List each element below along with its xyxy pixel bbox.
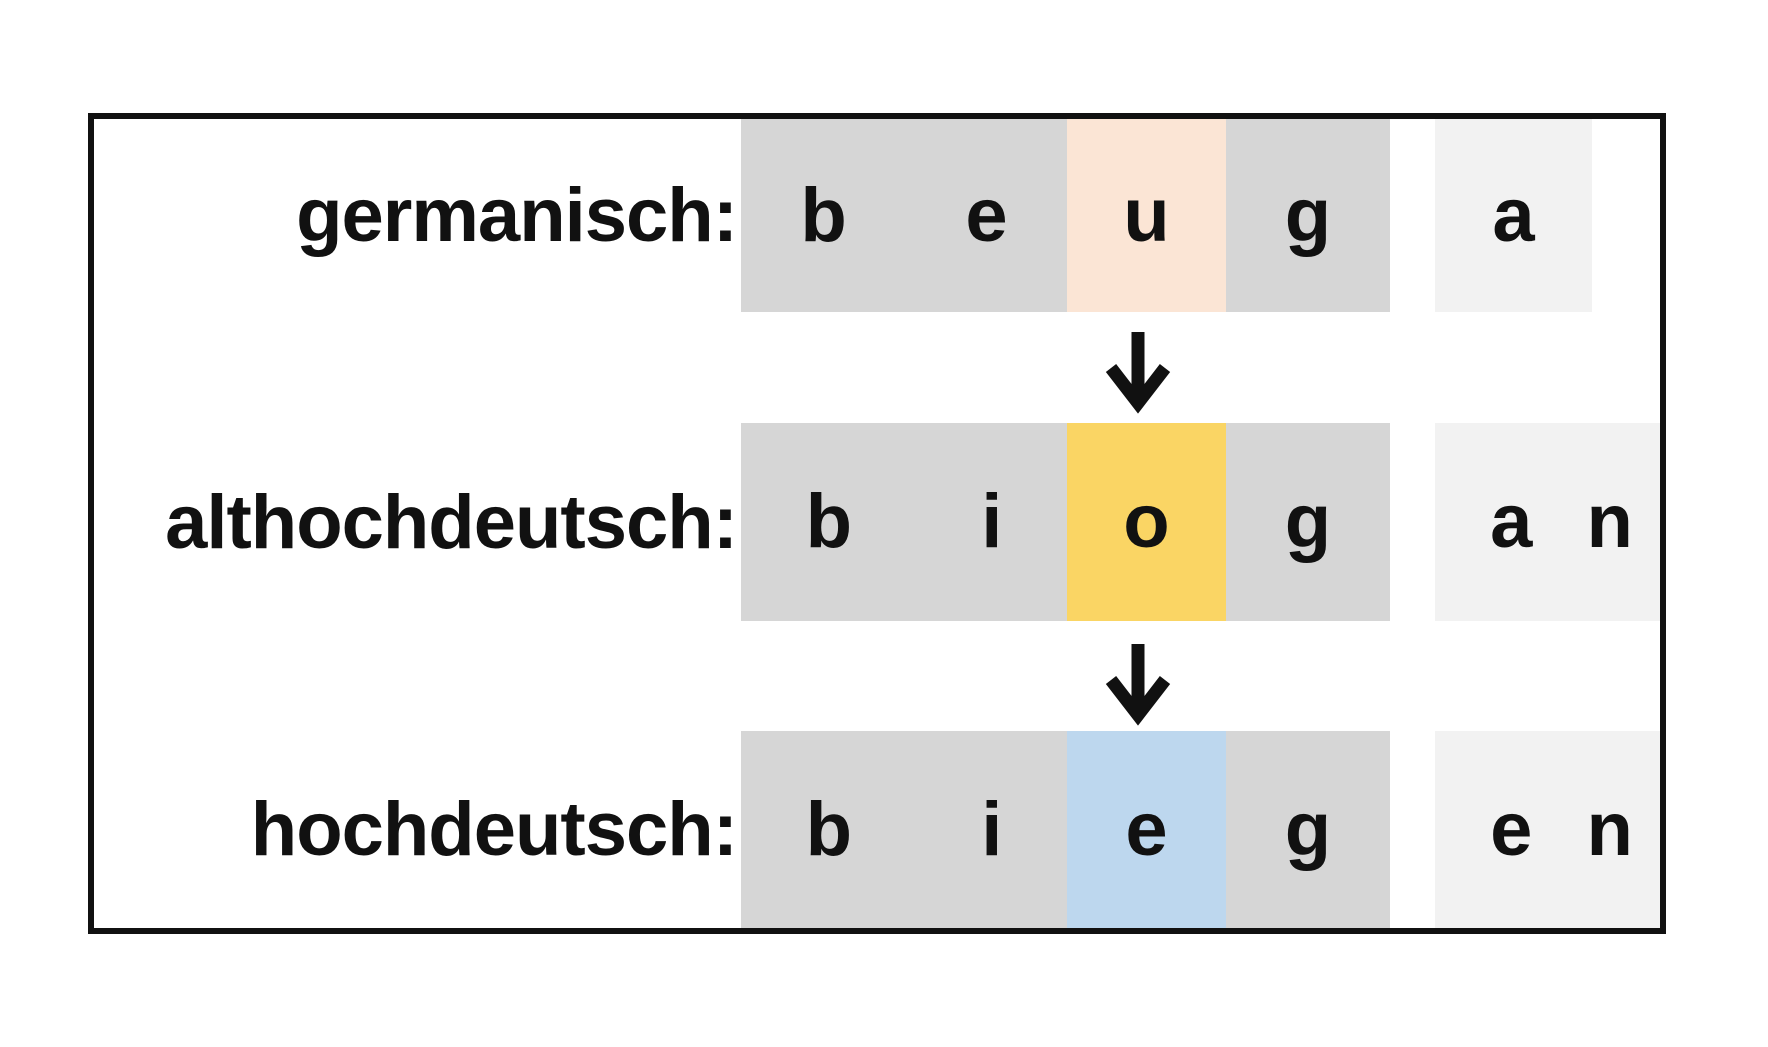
- letter-u-highlighted: u: [1123, 172, 1170, 258]
- letter-cell-stem-hochdeutsch: b i: [741, 731, 1067, 928]
- row-label-althochdeutsch: althochdeutsch:: [165, 479, 738, 565]
- letter-e: e: [965, 172, 1008, 258]
- down-arrow-icon: [1105, 644, 1171, 726]
- highlight-cell-althochdeutsch-o: o: [1067, 423, 1226, 621]
- letter-cell-stem-althochdeutsch: b i: [741, 423, 1067, 621]
- letter-cell-ending-germanisch: a: [1435, 119, 1592, 312]
- letter-b: b: [805, 479, 853, 564]
- letter-e: e: [1490, 786, 1533, 872]
- letter-g: g: [1284, 479, 1332, 564]
- letter-cell-stem-germanisch: b e: [741, 119, 1067, 312]
- letter-o-highlighted: o: [1123, 479, 1170, 564]
- letter-cell-ending-althochdeutsch: a n: [1435, 423, 1660, 621]
- letter-b: b: [805, 786, 853, 872]
- letter-i: i: [981, 786, 1003, 872]
- letter-n: n: [1586, 479, 1633, 564]
- letter-g: g: [1284, 172, 1332, 258]
- letter-a: a: [1490, 479, 1533, 564]
- letter-a: a: [1492, 172, 1535, 258]
- letter-cell-g-hochdeutsch: g: [1226, 731, 1390, 928]
- figure-border-box: [88, 113, 1666, 934]
- letter-n: n: [1586, 786, 1633, 872]
- row-label-hochdeutsch: hochdeutsch:: [250, 787, 738, 872]
- letter-b: b: [800, 172, 847, 258]
- letter-cell-g-althochdeutsch: g: [1226, 423, 1390, 621]
- letter-i: i: [981, 479, 1003, 564]
- row-label-germanisch: germanisch:: [296, 173, 738, 258]
- highlight-cell-germanisch-u: u: [1067, 119, 1226, 312]
- letter-e-highlighted: e: [1125, 786, 1168, 872]
- down-arrow-icon: [1105, 332, 1171, 414]
- letter-g: g: [1284, 786, 1332, 872]
- letter-cell-g-germanisch: g: [1226, 119, 1390, 312]
- letter-cell-ending-hochdeutsch: e n: [1435, 731, 1660, 928]
- highlight-cell-hochdeutsch-e: e: [1067, 731, 1226, 928]
